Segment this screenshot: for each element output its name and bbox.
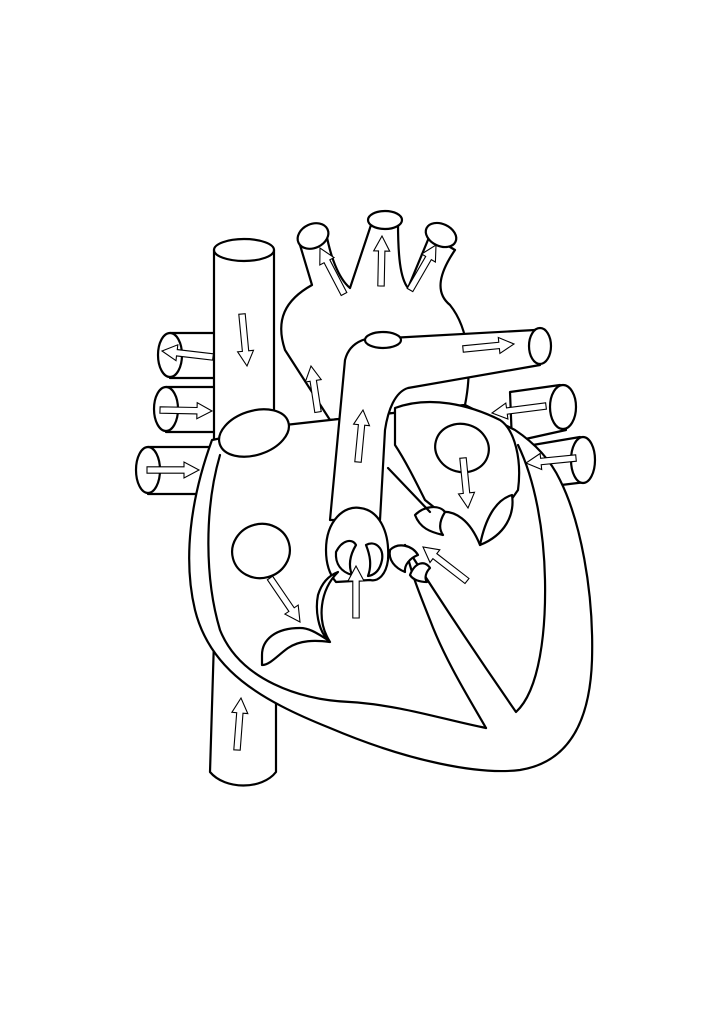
arrow-svc-down [236, 313, 255, 368]
arrow-aorta-up [304, 364, 323, 414]
left-atrium [393, 400, 521, 547]
left-ventricle-inner-wall [403, 443, 547, 714]
arrow-aorta-branch-right [406, 243, 437, 293]
atrial-septum-line [386, 466, 432, 514]
tricuspid-inlet-opening [231, 522, 291, 580]
aorta-branch-middle-opening [366, 209, 404, 231]
aorta-branch-left-opening [296, 222, 330, 250]
tricuspid-valve-flap [260, 570, 340, 667]
arrow-left-ventricle-to-aorta [422, 546, 470, 585]
pulmonary-vein-inlet-opening [434, 422, 490, 474]
arrow-right-atrium-down [266, 575, 301, 623]
arrow-pulmonary-vein-lower-in [524, 452, 577, 471]
pulmonary-artery-opening [527, 326, 553, 366]
arrow-aorta-branch-middle [372, 234, 391, 287]
arrow-ivc-up [230, 696, 249, 751]
arrow-right-vein-lower-in [146, 461, 201, 479]
aortic-valve [388, 544, 432, 584]
mitral-valve-flap-left [413, 506, 447, 537]
vena-cava-junction-opening [217, 408, 291, 458]
arrow-right-vein-middle-in [159, 401, 214, 420]
arrow-pulmonary-vein-upper-in [490, 402, 548, 420]
pulmonary-artery-top-opening [363, 330, 403, 350]
arrow-pulmonary-artery-out [462, 336, 516, 355]
pulmonary-vein-upper-opening [548, 383, 578, 431]
pulmonary-valve [324, 506, 390, 584]
arrow-left-atrium-down [457, 457, 476, 510]
mitral-valve-flap-right [478, 493, 514, 547]
superior-vena-cava-opening [212, 237, 276, 263]
right-heart-inner-wall [207, 453, 488, 730]
blood-flow-arrows [146, 234, 577, 751]
arrow-aorta-branch-left [319, 246, 348, 297]
arrow-right-ventricle-up [347, 564, 365, 619]
pulmonary-artery [328, 326, 553, 522]
arrow-right-vein-upper-out [160, 343, 215, 362]
arrow-pulmonary-trunk-up [352, 408, 371, 463]
